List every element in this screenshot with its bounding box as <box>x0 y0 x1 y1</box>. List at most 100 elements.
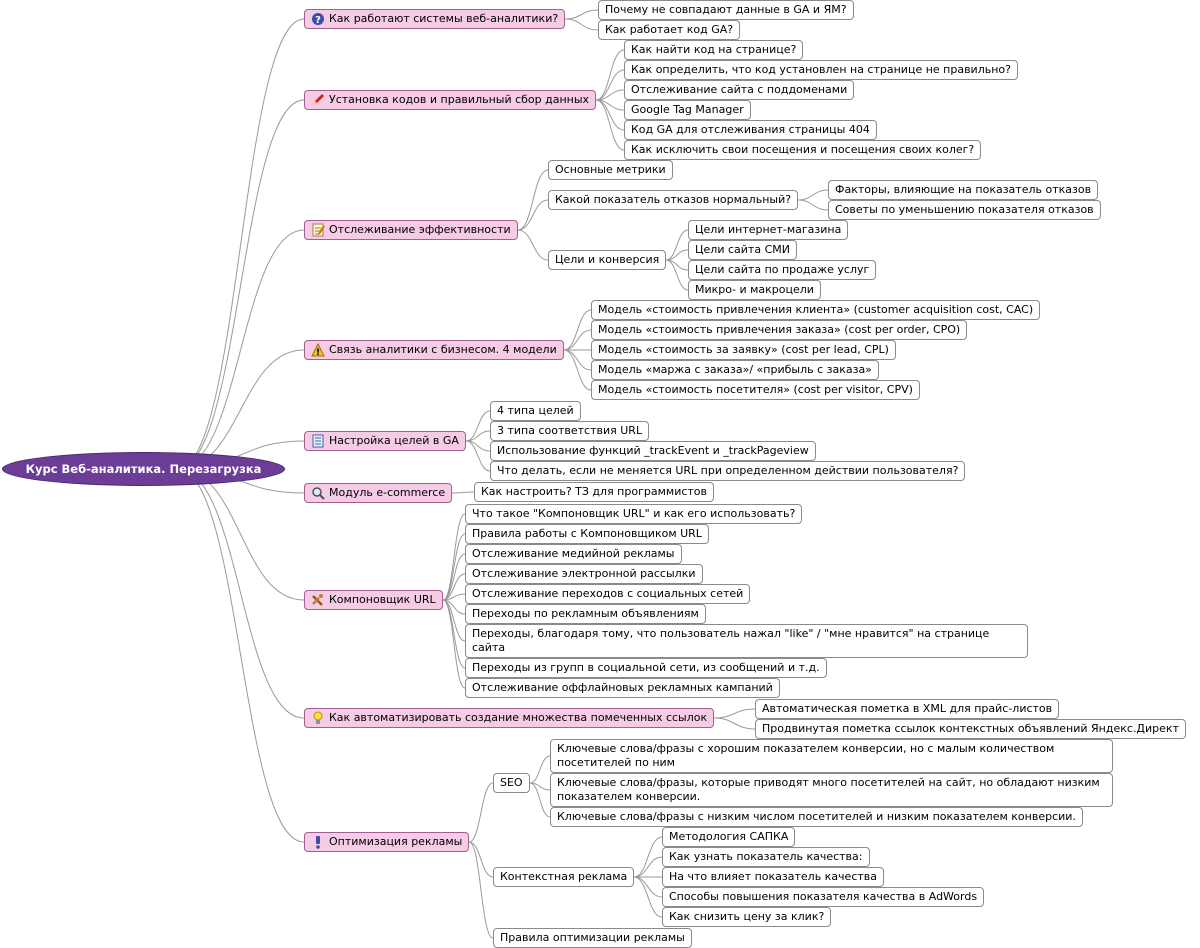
leaf-node[interactable]: Google Tag Manager <box>624 100 751 120</box>
leaf-node[interactable]: Модель «маржа с заказа»/ «прибыль с зака… <box>591 360 879 380</box>
leaf-node[interactable]: Как снизить цену за клик? <box>662 907 832 927</box>
connector-line <box>713 717 756 730</box>
leaf-node[interactable]: Отслеживание оффлайновых рекламных кампа… <box>465 678 780 698</box>
connector-line <box>797 189 829 201</box>
branch-node[interactable]: !Связь аналитики с бизнесом. 4 модели <box>304 340 564 360</box>
connector-line <box>465 430 491 442</box>
branch-label: Компоновщик URL <box>329 593 436 606</box>
connector-line <box>633 836 663 878</box>
leaf-node[interactable]: Как узнать показатель качества: <box>662 847 870 867</box>
leaf-node[interactable]: Модель «стоимость посетителя» (cost per … <box>591 380 920 400</box>
leaf-node[interactable]: Ключевые слова/фразы с хорошим показател… <box>550 739 1113 773</box>
magnifier-icon <box>311 486 325 500</box>
question-icon: ? <box>311 12 325 26</box>
connector-line <box>451 491 475 494</box>
connector-line <box>177 18 305 470</box>
subtopic-node[interactable]: Какой показатель отказов нормальный? <box>548 190 799 210</box>
connector-line <box>177 468 305 843</box>
connector-line <box>797 199 829 211</box>
connector-line <box>529 782 551 818</box>
leaf-node[interactable]: Отслеживание медийной рекламы <box>465 544 682 564</box>
leaf-node[interactable]: Код GA для отслеживания страницы 404 <box>624 120 877 140</box>
connector-line <box>517 169 549 231</box>
branch-label: Модуль e-commerce <box>329 486 446 499</box>
leaf-node[interactable]: Отслеживание электронной рассылки <box>465 564 703 584</box>
leaf-node[interactable]: Основные метрики <box>548 160 673 180</box>
leaf-node[interactable]: Правила работы с Компоновщиком URL <box>465 524 709 544</box>
branch-node[interactable]: Отслеживание эффективности <box>304 220 518 240</box>
leaf-node[interactable]: Что делать, если не меняется URL при опр… <box>490 461 966 481</box>
svg-text:?: ? <box>315 15 321 26</box>
leaf-node[interactable]: Модель «стоимость за заявку» (cost per l… <box>591 340 896 360</box>
connector-line <box>517 229 549 261</box>
connector-line <box>177 468 305 601</box>
branch-node[interactable]: Модуль e-commerce <box>304 483 453 503</box>
leaf-node[interactable]: Как исключить свои посещения и посещения… <box>624 140 982 160</box>
leaf-node[interactable]: Советы по уменьшению показателя отказов <box>828 200 1101 220</box>
leaf-node[interactable]: Почему не совпадают данные в GA и ЯМ? <box>598 0 854 20</box>
leaf-node[interactable]: Как найти код на странице? <box>624 40 804 60</box>
connector-line <box>465 410 491 442</box>
connector-line <box>595 89 625 101</box>
leaf-node[interactable]: Факторы, влияющие на показатель отказов <box>828 180 1099 200</box>
leaf-node[interactable]: Способы повышения показателя качества в … <box>662 887 985 907</box>
connector-line <box>665 249 689 261</box>
connector-line <box>563 309 592 351</box>
connector-line <box>564 9 599 20</box>
leaf-node[interactable]: Продвинутая пометка ссылок контекстных о… <box>755 719 1186 739</box>
connector-line <box>665 229 689 261</box>
branch-label: Отслеживание эффективности <box>329 223 511 236</box>
leaf-node[interactable]: Переходы по рекламным объявлениям <box>465 604 706 624</box>
connector-line <box>465 440 491 472</box>
leaf-node[interactable]: Цели сайта СМИ <box>688 240 797 260</box>
leaf-node[interactable]: На что влияет показатель качества <box>662 867 885 887</box>
leaf-node[interactable]: Правила оптимизации рекламы <box>493 928 692 948</box>
root-node[interactable]: Курс Веб-аналитика. Перезагрузка <box>2 452 285 486</box>
leaf-node[interactable]: Как работает код GA? <box>598 20 741 40</box>
svg-text:!: ! <box>316 348 320 357</box>
leaf-node[interactable]: Цели интернет-магазина <box>688 220 849 240</box>
subtopic-node[interactable]: Контекстная реклама <box>493 867 635 887</box>
branch-label: Как автоматизировать создание множества … <box>329 711 708 724</box>
connector-line <box>529 755 551 784</box>
leaf-node[interactable]: 3 типа соответствия URL <box>490 421 650 441</box>
leaf-node[interactable]: Что такое "Компоновщик URL" и как его ис… <box>465 504 803 524</box>
exclamation-icon <box>311 835 325 849</box>
subtopic-node[interactable]: Цели и конверсия <box>548 250 667 270</box>
connector-line <box>665 259 689 291</box>
subtopic-node[interactable]: SEO <box>493 773 530 793</box>
leaf-node[interactable]: Ключевые слова/фразы, которые приводят м… <box>550 773 1113 807</box>
connector-line <box>177 349 305 470</box>
leaf-node[interactable]: Использование функций _trackEvent и _tra… <box>490 441 816 461</box>
leaf-node[interactable]: Ключевые слова/фразы с низким числом пос… <box>550 807 1083 827</box>
leaf-node[interactable]: Микро- и макроцели <box>688 280 821 300</box>
branch-node[interactable]: Компоновщик URL <box>304 590 443 610</box>
connector-line <box>468 782 494 843</box>
branch-node[interactable]: Установка кодов и правильный сбор данных <box>304 90 597 110</box>
connector-line <box>468 841 494 878</box>
connector-line <box>442 553 466 601</box>
leaf-node[interactable]: Цели сайта по продаже услуг <box>688 260 877 280</box>
connector-line <box>595 49 625 101</box>
connector-line <box>177 99 305 470</box>
pencil-icon <box>311 93 325 107</box>
leaf-node[interactable]: Отслеживание сайта с поддоменами <box>624 80 855 100</box>
leaf-node[interactable]: Переходы, благодаря тому, что пользовате… <box>465 624 1028 658</box>
connector-line <box>563 349 592 371</box>
leaf-node[interactable]: 4 типа целей <box>490 401 581 421</box>
leaf-node[interactable]: Методология САПКА <box>662 827 796 847</box>
leaf-node[interactable]: Модель «стоимость привлечения заказа» (c… <box>591 320 968 340</box>
leaf-node[interactable]: Как настроить? ТЗ для программистов <box>474 482 715 502</box>
connector-line <box>177 229 305 470</box>
leaf-node[interactable]: Как определить, что код установлен на ст… <box>624 60 1018 80</box>
leaf-node[interactable]: Переходы из групп в социальной сети, из … <box>465 658 827 678</box>
branch-node[interactable]: Как автоматизировать создание множества … <box>304 708 715 728</box>
branch-node[interactable]: Настройка целей в GA <box>304 431 466 451</box>
leaf-node[interactable]: Отслеживание переходов с социальных сете… <box>465 584 751 604</box>
branch-node[interactable]: Оптимизация рекламы <box>304 832 470 852</box>
branch-node[interactable]: ?Как работают системы веб-аналитики? <box>304 9 566 29</box>
connector-line <box>177 468 305 719</box>
leaf-node[interactable]: Автоматическая пометка в XML для прайс-л… <box>755 699 1060 719</box>
leaf-node[interactable]: Модель «стоимость привлечения клиента» (… <box>591 300 1041 320</box>
connector-line <box>633 876 663 918</box>
